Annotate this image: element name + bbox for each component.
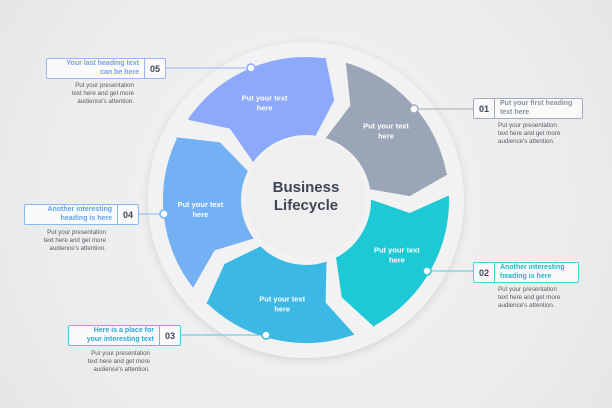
callout-02-description: Put your presentation text here and get … bbox=[498, 286, 588, 309]
callout-03-heading: Here is a place for your interesting tex… bbox=[69, 326, 159, 345]
segment-04-label-line2: here bbox=[192, 210, 208, 219]
callout-05-description: Put your presentation text here and get … bbox=[44, 82, 134, 105]
desc-02-line3: audience's attention. bbox=[498, 301, 555, 309]
center-title-line1: Business bbox=[273, 179, 340, 196]
callout-04-description: Put your presentation text here and get … bbox=[16, 229, 106, 252]
desc-04-line2: text here and get more bbox=[43, 236, 106, 244]
callout-01-heading: Put your first heading text here bbox=[495, 99, 577, 118]
callout-05-heading: Your last heading text can be here bbox=[47, 59, 144, 78]
callout-04-heading-line2: heading is here bbox=[60, 214, 112, 222]
callout-02-heading-line1: Another interesting bbox=[500, 264, 565, 271]
callout-04-number: 04 bbox=[117, 205, 138, 224]
callout-01-description: Put your presentation text here and get … bbox=[498, 122, 588, 145]
callout-02-heading: Another interesting heading is here bbox=[495, 263, 570, 282]
segment-04-arrow bbox=[159, 132, 260, 294]
callout-01-heading-line2: text here bbox=[500, 108, 530, 116]
center-title-line2: Lifecycle bbox=[274, 197, 338, 214]
desc-03-line2: text here and get more bbox=[87, 357, 150, 365]
callout-05-heading-line1: Your last heading text bbox=[66, 60, 139, 67]
callout-03-description: Put your presentation text here and get … bbox=[60, 350, 150, 373]
callout-03: Here is a place for your interesting tex… bbox=[68, 325, 181, 346]
marker-dot-03 bbox=[261, 330, 271, 340]
segment-05-arrow bbox=[182, 43, 339, 168]
desc-01-line3: audience's attention. bbox=[498, 137, 555, 145]
segment-02-arrow bbox=[330, 190, 453, 339]
callout-02: 02 Another interesting heading is here bbox=[473, 262, 579, 283]
desc-03-line1: Put your presentation bbox=[91, 350, 150, 357]
marker-dot-02 bbox=[422, 266, 432, 276]
segment-05-label-line2: here bbox=[257, 103, 273, 112]
callout-02-heading-line2: heading is here bbox=[500, 272, 552, 280]
desc-05-line3: audience's attention. bbox=[77, 97, 134, 105]
callout-04-heading: Another interesting heading is here bbox=[25, 205, 117, 224]
segment-03-label-line2: here bbox=[274, 304, 290, 313]
callout-03-number: 03 bbox=[159, 326, 180, 345]
callout-03-heading-line2: your interesting text bbox=[86, 335, 154, 343]
callout-05: Your last heading text can be here 05 bbox=[46, 58, 166, 79]
callout-04-heading-line1: Another interesting bbox=[47, 206, 112, 213]
callout-01-number: 01 bbox=[474, 99, 495, 118]
desc-03-line3: audience's attention. bbox=[93, 365, 150, 373]
desc-02-line2: text here and get more bbox=[498, 293, 561, 301]
segment-05-label-line1: Put your text bbox=[242, 93, 288, 102]
desc-05-line2: text here and get more bbox=[71, 89, 134, 97]
segment-01-label-line1: Put your text bbox=[363, 122, 409, 131]
marker-dot-04 bbox=[159, 209, 169, 219]
segment-01-label-line2: here bbox=[378, 132, 394, 141]
center-disc bbox=[246, 138, 366, 258]
desc-04-line3: audience's attention. bbox=[49, 244, 106, 252]
segment-03-arrow bbox=[197, 238, 360, 347]
desc-01-line1: Put your presentation bbox=[498, 122, 557, 129]
callout-01: 01 Put your first heading text here bbox=[473, 98, 583, 119]
callout-03-heading-line1: Here is a place for bbox=[93, 327, 154, 334]
segment-01-arrow bbox=[320, 57, 462, 201]
callout-01-heading-line1: Put your first heading bbox=[500, 100, 573, 107]
desc-05-line1: Put your presentation bbox=[75, 82, 134, 89]
callout-05-heading-line2: can be here bbox=[100, 68, 139, 76]
segment-03-label-line1: Put your text bbox=[259, 294, 305, 303]
segment-04-label-line1: Put your text bbox=[177, 200, 223, 209]
marker-dot-05 bbox=[246, 63, 256, 73]
callout-05-number: 05 bbox=[144, 59, 165, 78]
marker-dot-01 bbox=[409, 104, 419, 114]
desc-04-line1: Put your presentation bbox=[47, 229, 106, 236]
desc-01-line2: text here and get more bbox=[498, 129, 561, 137]
segment-02-label-line1: Put your text bbox=[374, 246, 420, 255]
callout-02-number: 02 bbox=[474, 263, 495, 282]
callout-04: Another interesting heading is here 04 bbox=[24, 204, 139, 225]
segment-02-label-line2: here bbox=[389, 256, 405, 265]
desc-02-line1: Put your presentation bbox=[498, 286, 557, 293]
